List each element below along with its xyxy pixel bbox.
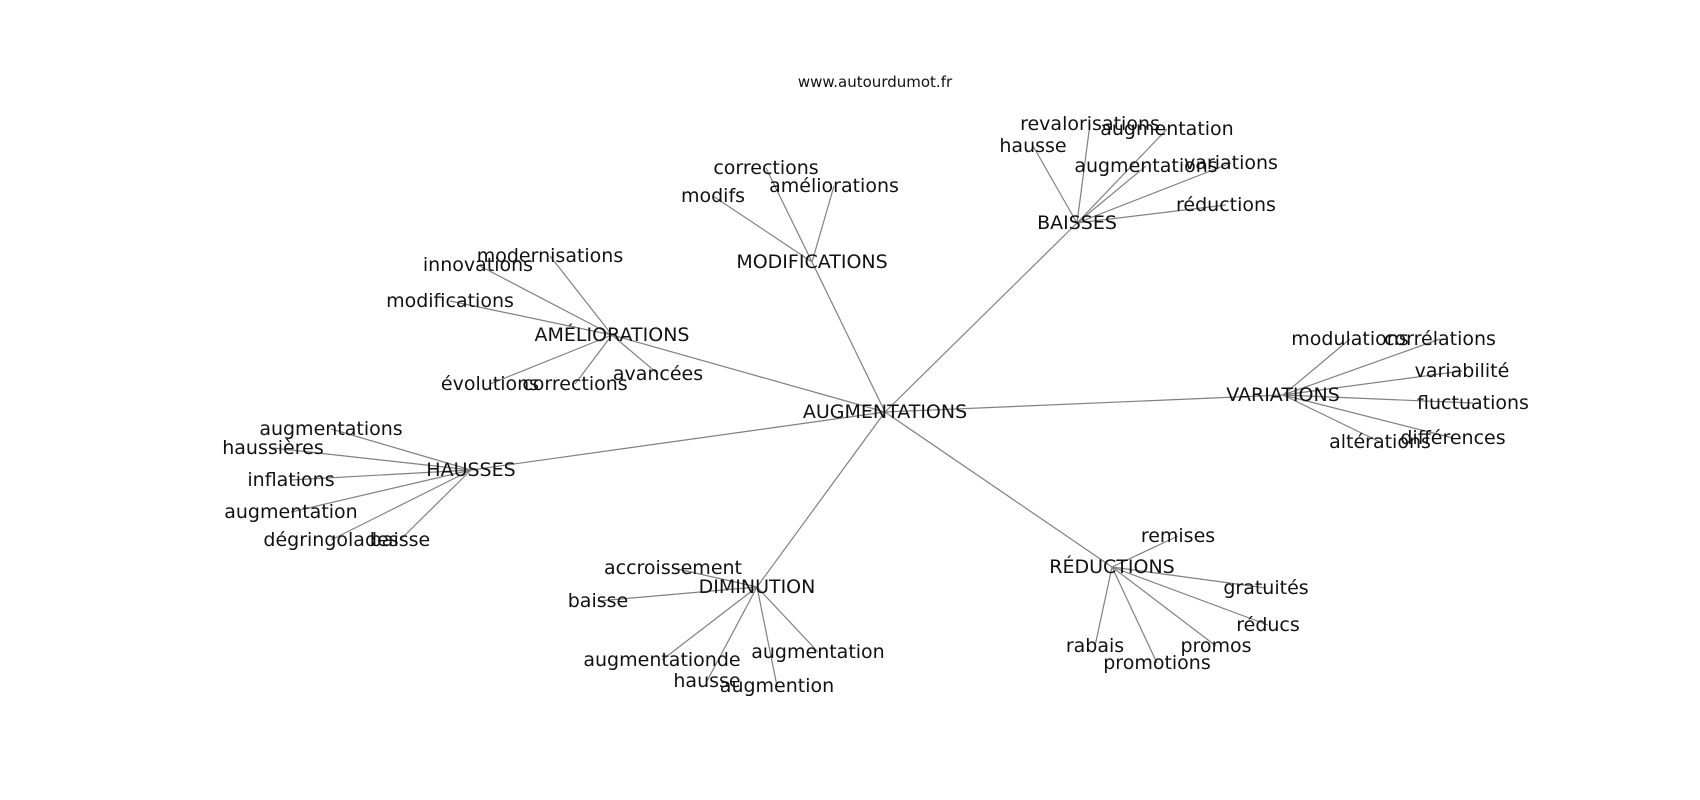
leaf-node-hausses-baisse: baisse (370, 529, 430, 551)
edge-variations-alterations (1282, 394, 1381, 443)
leaf-node-hausses-augmentation: augmentation (224, 501, 357, 523)
cluster-node-variations: VARIATIONS (1226, 384, 1340, 406)
edge-root-ameliorations (611, 334, 886, 413)
edge-diminution-augmentationde (661, 586, 758, 661)
edge-diminution-augmentation (756, 586, 819, 653)
edge-reductions-rabais (1094, 566, 1113, 647)
cluster-node-reductions: RÉDUCTIONS (1049, 555, 1174, 578)
leaf-node-diminution-augmentationde: augmentationde (583, 649, 740, 671)
edge-variations-fluctuations (1282, 394, 1474, 404)
leaf-node-reductions-gratuites: gratuités (1223, 577, 1308, 599)
leaf-node-baisses-augmentations: augmentations (1074, 155, 1217, 177)
cluster-node-ameliorations: AMÉLIORATIONS (535, 323, 690, 346)
leaf-node-baisses-variations: variations (1184, 152, 1278, 174)
leaf-node-variations-fluctuations: fluctuations (1417, 392, 1529, 414)
cluster-node-baisses: BAISSES (1037, 212, 1117, 234)
edge-root-baisses (884, 222, 1078, 413)
edge-hausses-inflations (290, 469, 472, 481)
leaf-node-baisses-reductions: réductions (1176, 194, 1276, 216)
leaf-node-ameliorations-corrections: corrections (522, 373, 627, 395)
edge-diminution-baisse (597, 586, 758, 602)
edge-reductions-promotions (1111, 566, 1158, 664)
leaf-node-diminution-augmentation: augmentation (751, 641, 884, 663)
leaf-node-hausses-augmentations: augmentations (259, 418, 402, 440)
leaf-node-variations-modulations: modulations (1291, 328, 1408, 350)
edge-diminution-accroissement (672, 567, 758, 588)
edge-root-modifications (811, 261, 886, 413)
leaf-node-baisses-hausse: hausse (999, 135, 1066, 157)
edge-modifications-ameliorations (811, 185, 835, 263)
leaf-node-variations-differences: différences (1400, 427, 1505, 449)
leaf-node-reductions-rabais: rabais (1066, 635, 1124, 657)
edges (272, 123, 1474, 687)
leaf-node-reductions-remises: remises (1141, 525, 1215, 547)
edge-baisses-variations (1076, 162, 1232, 224)
edge-diminution-augmention (756, 586, 778, 687)
edge-baisses-hausse (1032, 145, 1078, 224)
leaf-node-reductions-promos: promos (1180, 635, 1251, 657)
edge-baisses-revalorisations (1076, 123, 1091, 224)
edge-hausses-baisse (399, 469, 472, 541)
edge-modifications-modifs (712, 195, 813, 263)
edge-ameliorations-avancees (611, 334, 659, 375)
leaf-node-modifications-ameliorations: améliorations (769, 175, 899, 197)
leaf-node-ameliorations-avancees: avancées (613, 363, 703, 385)
edge-ameliorations-innovations (477, 264, 613, 336)
leaf-node-ameliorations-innovations: innovations (423, 254, 533, 276)
leaf-node-ameliorations-evolutions: évolutions (441, 373, 539, 395)
leaf-node-diminution-augmention: augmention (720, 675, 834, 697)
cluster-node-modifications: MODIFICATIONS (736, 251, 887, 273)
edge-root-reductions (884, 411, 1113, 568)
edge-ameliorations-corrections (574, 334, 613, 385)
edge-variations-modulations (1282, 338, 1351, 396)
source-watermark: www.autourdumot.fr (798, 73, 953, 91)
leaf-node-ameliorations-modifications: modifications (386, 290, 514, 312)
leaf-node-diminution-accroissement: accroissement (604, 557, 742, 579)
edge-root-variations (884, 394, 1284, 413)
edge-hausses-augmentation (290, 469, 472, 513)
leaf-node-diminution-baisse: baisse (568, 590, 628, 612)
cluster-node-hausses: HAUSSES (426, 459, 515, 481)
leaf-node-diminution-hausse: hausse (673, 670, 740, 692)
root-node-label: AUGMENTATIONS (803, 401, 967, 423)
edge-hausses-haussieres (272, 447, 472, 471)
edge-ameliorations-modifications (449, 300, 613, 336)
edge-diminution-hausse (706, 586, 758, 682)
leaf-node-hausses-inflations: inflations (247, 469, 334, 491)
leaf-node-variations-variabilite: variabilité (1415, 360, 1510, 382)
edge-baisses-augmentation (1076, 128, 1168, 224)
cluster-node-diminution: DIMINUTION (699, 576, 816, 598)
edge-ameliorations-modernisations (549, 255, 613, 336)
leaf-node-variations-alterations: altérations (1329, 431, 1431, 453)
edge-modifications-corrections (765, 167, 813, 263)
edge-baisses-reductions (1076, 204, 1227, 224)
leaf-node-hausses-haussieres: haussières (222, 437, 323, 459)
leaf-node-variations-correlations: corrélations (1384, 328, 1496, 350)
leaf-node-baisses-revalorisations: revalorisations (1020, 113, 1160, 135)
edge-hausses-degringolades (330, 469, 472, 541)
edge-baisses-augmentations (1076, 165, 1147, 224)
edge-root-diminution (756, 411, 886, 588)
labels: www.autourdumot.fr AUGMENTATIONS AMÉLIORA… (222, 73, 1529, 697)
edge-ameliorations-evolutions (489, 334, 613, 385)
edge-reductions-reducs (1111, 566, 1269, 626)
leaf-node-modifications-corrections: corrections (713, 157, 818, 179)
edge-variations-variabilite (1282, 370, 1463, 396)
edge-reductions-gratuites (1111, 566, 1267, 589)
leaf-node-ameliorations-modernisations: modernisations (477, 245, 624, 267)
leaf-node-hausses-degringolades: dégringolades (263, 529, 398, 551)
edge-reductions-promos (1111, 566, 1217, 647)
leaf-node-modifications-modifs: modifs (681, 185, 745, 207)
edge-variations-correlations (1282, 338, 1441, 396)
leaf-node-reductions-promotions: promotions (1103, 652, 1211, 674)
edge-hausses-augmentations (330, 428, 472, 471)
edge-variations-differences (1282, 394, 1454, 439)
leaf-node-reductions-reducs: réducs (1236, 614, 1300, 636)
edge-root-hausses (470, 411, 886, 471)
edge-reductions-remises (1111, 535, 1179, 568)
leaf-node-baisses-augmentation: augmentation (1100, 118, 1233, 140)
